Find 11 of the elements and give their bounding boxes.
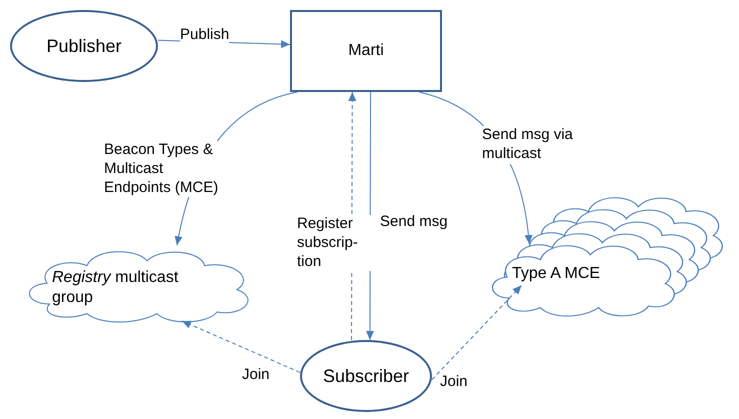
node-label: Marti <box>348 41 384 61</box>
node-label: Type A MCE <box>512 264 600 284</box>
arrow <box>182 320 300 373</box>
arrow <box>432 284 522 380</box>
edge-label: Register subscrip-tion <box>297 215 371 272</box>
process-box <box>290 10 442 92</box>
node-label: Publisher <box>46 34 122 58</box>
edge-label: Publish <box>180 26 230 45</box>
node-label: Subscriber <box>322 364 410 388</box>
edge-label: Send msg <box>380 213 448 232</box>
node-label: Registry multicast group <box>52 268 180 308</box>
